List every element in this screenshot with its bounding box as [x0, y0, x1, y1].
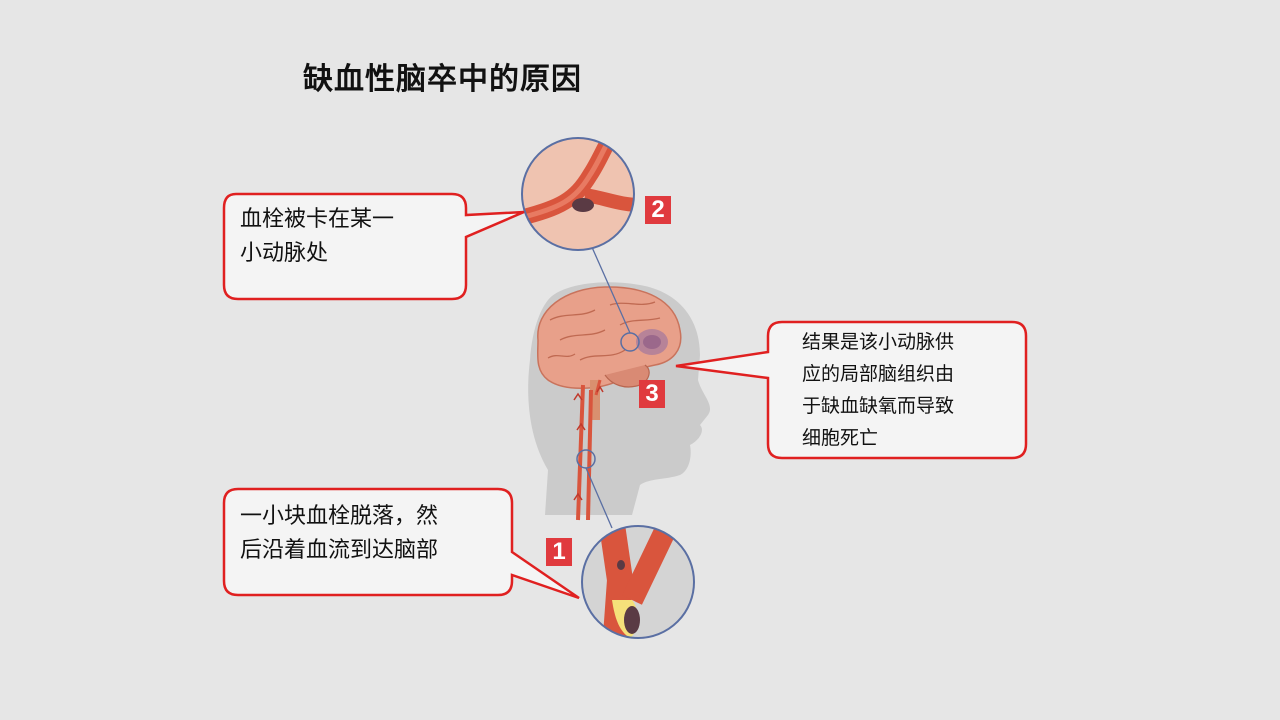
callout-two-text: 血栓被卡在某一 小动脉处 — [240, 203, 394, 271]
callout-three-line3: 于缺血缺氧而导致 — [802, 395, 955, 417]
callout-one-line2: 后沿着血流到达脑部 — [240, 538, 439, 563]
callout-three-line2: 应的局部脑组织由 — [802, 363, 955, 385]
page-title: 缺血性脑卒中的原因 — [303, 62, 582, 97]
badge-one: 1 — [546, 538, 572, 566]
brain-illustration — [536, 286, 682, 420]
callout-two-shape — [222, 192, 525, 301]
callout-three-line4: 细胞死亡 — [802, 427, 879, 449]
artery-branch-zoom — [521, 137, 635, 251]
badge-two: 2 — [645, 196, 671, 224]
callout-two-line2: 小动脉处 — [240, 241, 329, 266]
callout-three-text: 结果是该小动脉供 应的局部脑组织由 于缺血缺氧而导致 细胞死亡 — [802, 326, 954, 454]
callout-one-line1: 一小块血栓脱落，然 — [240, 504, 439, 529]
badge-three: 3 — [639, 380, 665, 408]
callout-three-line1: 结果是该小动脉供 — [802, 331, 955, 353]
callout-two-line1: 血栓被卡在某一 — [240, 207, 395, 232]
carotid-clot-zoom — [581, 525, 695, 639]
callout-one-shape — [222, 487, 580, 600]
callout-three-shape — [675, 320, 1028, 460]
callout-one-text: 一小块血栓脱落，然 后沿着血流到达脑部 — [240, 500, 438, 568]
